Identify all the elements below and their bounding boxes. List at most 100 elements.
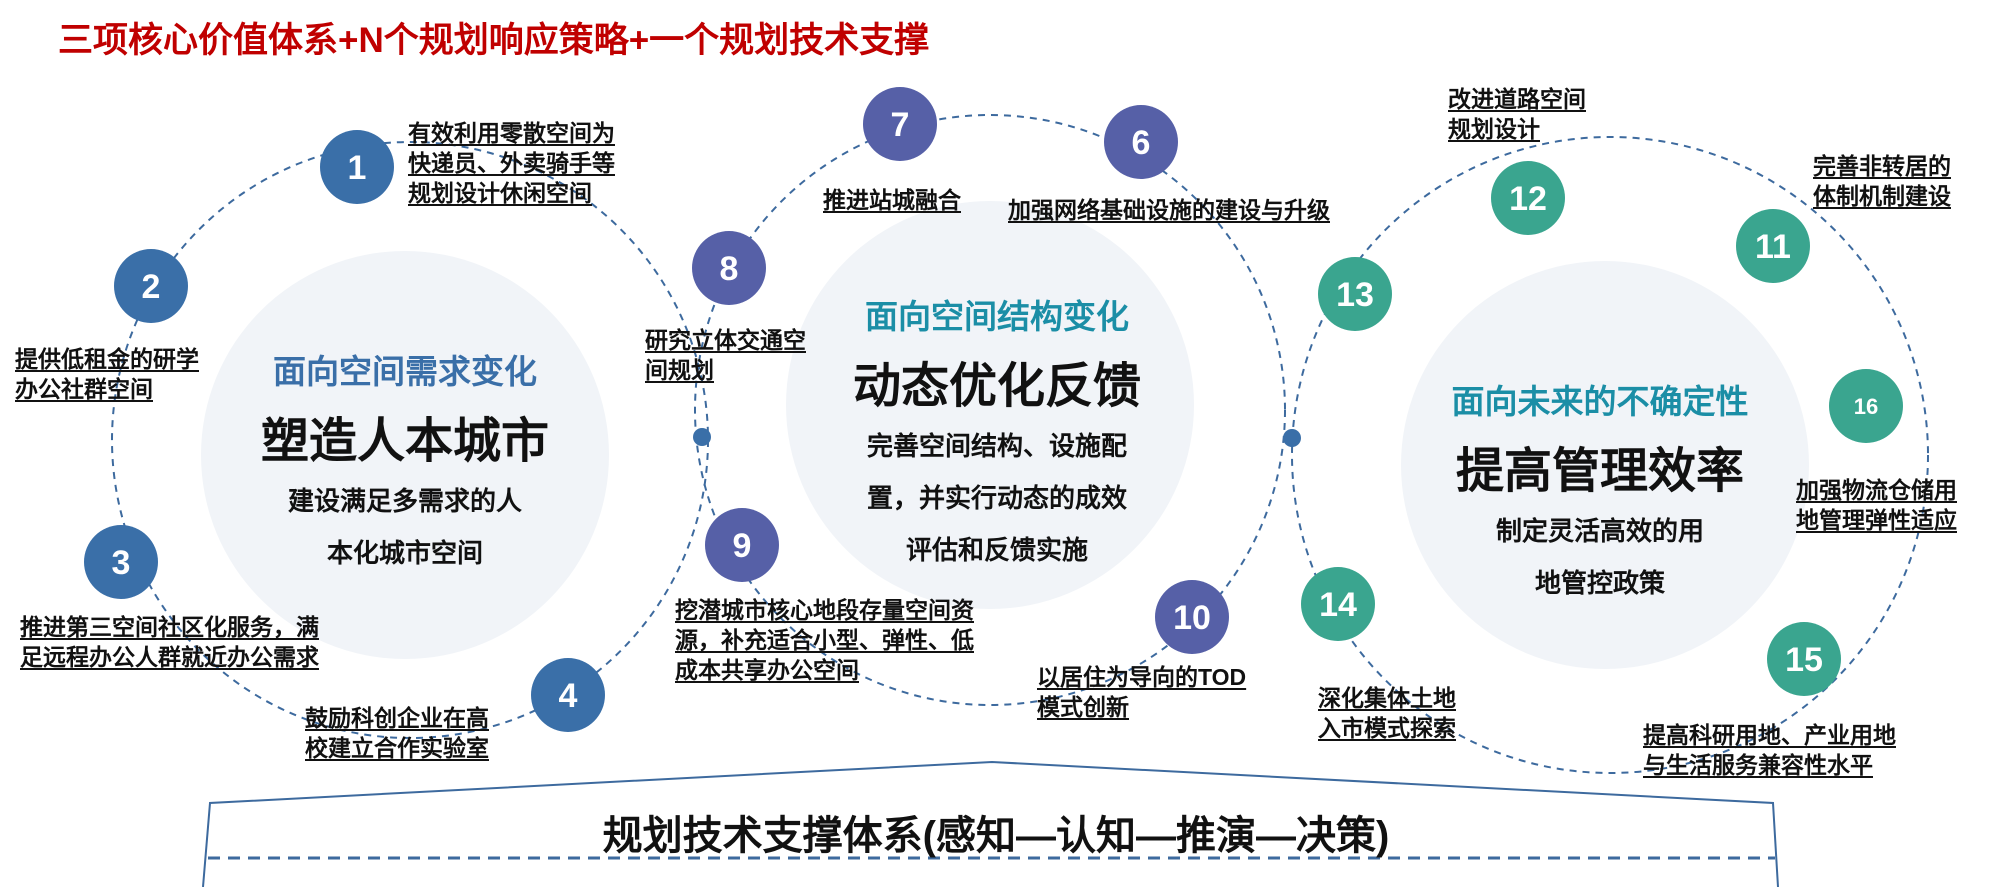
node-7-label: 推进站城融合 — [823, 185, 961, 215]
node-15: 15 — [1767, 622, 1841, 696]
label-line: 深化集体土地 — [1318, 685, 1456, 711]
label-line: 校建立合作实验室 — [305, 735, 489, 761]
node-number: 10 — [1173, 599, 1211, 637]
cluster-2-disc — [786, 201, 1194, 609]
cluster-2-desc: 完善空间结构、设施配 置，并实行动态的成效 评估和反馈实施 — [853, 420, 1141, 576]
node-12: 12 — [1491, 161, 1565, 235]
desc-line: 本化城市空间 — [326, 538, 484, 568]
cluster-3-ring — [1291, 136, 1929, 774]
node-number: 12 — [1509, 180, 1547, 218]
node-number: 7 — [891, 106, 910, 144]
label-line: 完善非转居的 — [1813, 153, 1951, 179]
label-line: 加强网络基础设施的建设与升级 — [1008, 197, 1330, 223]
desc-line: 地管控政策 — [1534, 568, 1665, 598]
support-system-title: 规划技术支撑体系(感知—认知—推演—决策) — [602, 814, 1390, 858]
node-1: 1 — [320, 130, 394, 204]
node-number: 15 — [1785, 641, 1823, 679]
cluster-3-center: 面向未来的不确定性 提高管理效率 制定灵活高效的用 地管控政策 — [1452, 375, 1749, 609]
label-line: 推进第三空间社区化服务，满 — [20, 614, 319, 640]
node-4: 4 — [531, 658, 605, 732]
label-line: 提供低租金的研学 — [15, 346, 199, 372]
cluster-1-disc — [201, 251, 609, 659]
label-line: 研究立体交通空 — [645, 327, 806, 353]
desc-line: 完善空间结构、设施配 — [866, 431, 1128, 461]
label-line: 模式创新 — [1037, 694, 1129, 720]
cluster-1-center: 面向空间需求变化 塑造人本城市 建设满足多需求的人 本化城市空间 — [261, 345, 549, 579]
desc-line: 置，并实行动态的成效 — [866, 483, 1128, 513]
label-line: 提高科研用地、产业用地 — [1643, 722, 1896, 748]
label-line: 入市模式探索 — [1318, 715, 1456, 741]
node-16-label: 加强物流仓储用 地管理弹性适应 — [1796, 475, 1957, 535]
page-title: 三项核心价值体系+N个规划响应策略+一个规划技术支撑 — [58, 21, 930, 60]
node-10-label: 以居住为导向的TOD 模式创新 — [1037, 662, 1246, 722]
label-line: 地管理弹性适应 — [1796, 507, 1957, 533]
node-14-label: 深化集体土地 入市模式探索 — [1318, 683, 1456, 743]
cluster-2-main: 动态优化反馈 — [852, 360, 1142, 413]
cluster-3-main: 提高管理效率 — [1455, 445, 1744, 498]
label-line: 规划设计 — [1448, 116, 1540, 142]
cluster-2-center: 面向空间结构变化 动态优化反馈 完善空间结构、设施配 置，并实行动态的成效 评估… — [853, 290, 1141, 576]
support-frame — [202, 760, 1779, 887]
label-line: 鼓励科创企业在高 — [305, 705, 489, 731]
desc-line: 评估和反馈实施 — [905, 535, 1089, 565]
junction-dot — [693, 428, 711, 446]
node-16: 16 — [1829, 369, 1903, 443]
node-13: 13 — [1318, 257, 1392, 331]
node-number: 6 — [1132, 124, 1151, 162]
node-12-label: 改进道路空间 规划设计 — [1448, 84, 1586, 144]
label-line: 体制机制建设 — [1813, 183, 1951, 209]
node-11-label: 完善非转居的 体制机制建设 — [1813, 151, 1951, 211]
node-8-label: 研究立体交通空 间规划 — [645, 325, 806, 385]
node-1-label: 有效利用零散空间为 快递员、外卖骑手等 规划设计休闲空间 — [408, 118, 615, 208]
node-number: 9 — [733, 527, 752, 565]
label-line: 推进站城融合 — [823, 187, 961, 213]
label-line: 足远程办公人群就近办公需求 — [20, 644, 319, 670]
label-line: 以居住为导向的TOD — [1037, 664, 1247, 690]
cluster-1-desc: 建设满足多需求的人 本化城市空间 — [261, 475, 549, 579]
node-number: 13 — [1336, 276, 1374, 314]
junction-dot — [1283, 429, 1301, 447]
cluster-3-heading: 面向未来的不确定性 — [1451, 383, 1749, 420]
node-7: 7 — [863, 87, 937, 161]
node-2-label: 提供低租金的研学 办公社群空间 — [15, 344, 199, 404]
node-number: 1 — [348, 149, 367, 187]
label-line: 有效利用零散空间为 — [408, 120, 615, 146]
node-number: 8 — [720, 250, 739, 288]
label-line: 成本共享办公空间 — [675, 657, 859, 683]
cluster-1-heading: 面向空间需求变化 — [272, 353, 537, 390]
node-number: 4 — [559, 677, 578, 715]
label-line: 规划设计休闲空间 — [408, 180, 592, 206]
label-line: 办公社群空间 — [15, 376, 153, 402]
node-2: 2 — [114, 249, 188, 323]
node-4-label: 鼓励科创企业在高 校建立合作实验室 — [305, 703, 489, 763]
node-6-label: 加强网络基础设施的建设与升级 — [1008, 195, 1330, 225]
node-15-label: 提高科研用地、产业用地 与生活服务兼容性水平 — [1643, 720, 1896, 780]
label-line: 快递员、外卖骑手等 — [408, 150, 615, 176]
label-line: 源，补充适合小型、弹性、低 — [675, 627, 974, 653]
label-line: 与生活服务兼容性水平 — [1643, 752, 1873, 778]
node-number: 16 — [1854, 394, 1878, 419]
node-9: 9 — [705, 508, 779, 582]
label-line: 加强物流仓储用 — [1796, 477, 1957, 503]
node-11: 11 — [1736, 209, 1810, 283]
node-number: 14 — [1319, 586, 1357, 624]
node-number: 3 — [112, 544, 131, 582]
desc-line: 制定灵活高效的用 — [1495, 516, 1704, 546]
cluster-3-disc — [1401, 261, 1809, 669]
node-number: 11 — [1755, 228, 1791, 266]
label-line: 挖潜城市核心地段存量空间资 — [675, 597, 974, 623]
node-8: 8 — [692, 231, 766, 305]
desc-line: 建设满足多需求的人 — [287, 486, 523, 516]
node-10: 10 — [1155, 580, 1229, 654]
node-6: 6 — [1104, 105, 1178, 179]
cluster-1-main: 塑造人本城市 — [260, 415, 550, 468]
cluster-2-heading: 面向空间结构变化 — [864, 298, 1129, 335]
node-3-label: 推进第三空间社区化服务，满 足远程办公人群就近办公需求 — [20, 612, 319, 672]
label-line: 间规划 — [645, 357, 714, 383]
cluster-3-desc: 制定灵活高效的用 地管控政策 — [1452, 505, 1749, 609]
node-14: 14 — [1301, 567, 1375, 641]
node-number: 2 — [142, 268, 161, 306]
node-3: 3 — [84, 525, 158, 599]
cluster-2-ring — [694, 114, 1286, 706]
node-9-label: 挖潜城市核心地段存量空间资 源，补充适合小型、弹性、低 成本共享办公空间 — [675, 595, 974, 685]
